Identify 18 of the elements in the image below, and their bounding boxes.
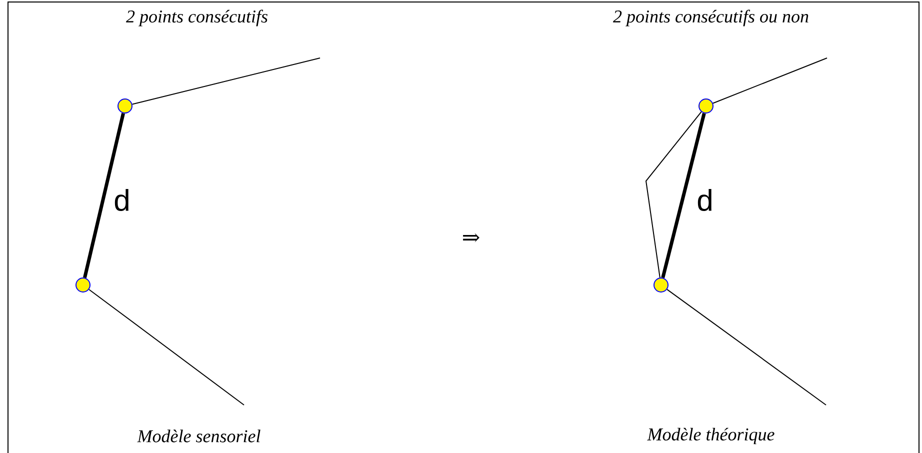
point-marker	[76, 278, 90, 292]
line	[83, 112, 125, 278]
caption: Modèle sensoriel	[137, 430, 260, 442]
implies-symbol: ⇒	[463, 233, 480, 242]
point-marker	[698, 98, 714, 114]
caption: 2 points consécutifs ou non	[613, 10, 808, 26]
line	[661, 112, 706, 278]
point-marker	[654, 278, 668, 292]
line	[666, 288, 826, 406]
point-marker	[118, 98, 132, 114]
edge-label: d	[112, 188, 132, 212]
edge-label: d	[696, 188, 714, 212]
line	[88, 288, 244, 406]
line	[645, 111, 702, 278]
line	[132, 58, 320, 105]
caption: 2 points consécutifs	[126, 10, 268, 26]
caption: Modèle théorique	[647, 428, 774, 444]
line	[712, 58, 828, 104]
